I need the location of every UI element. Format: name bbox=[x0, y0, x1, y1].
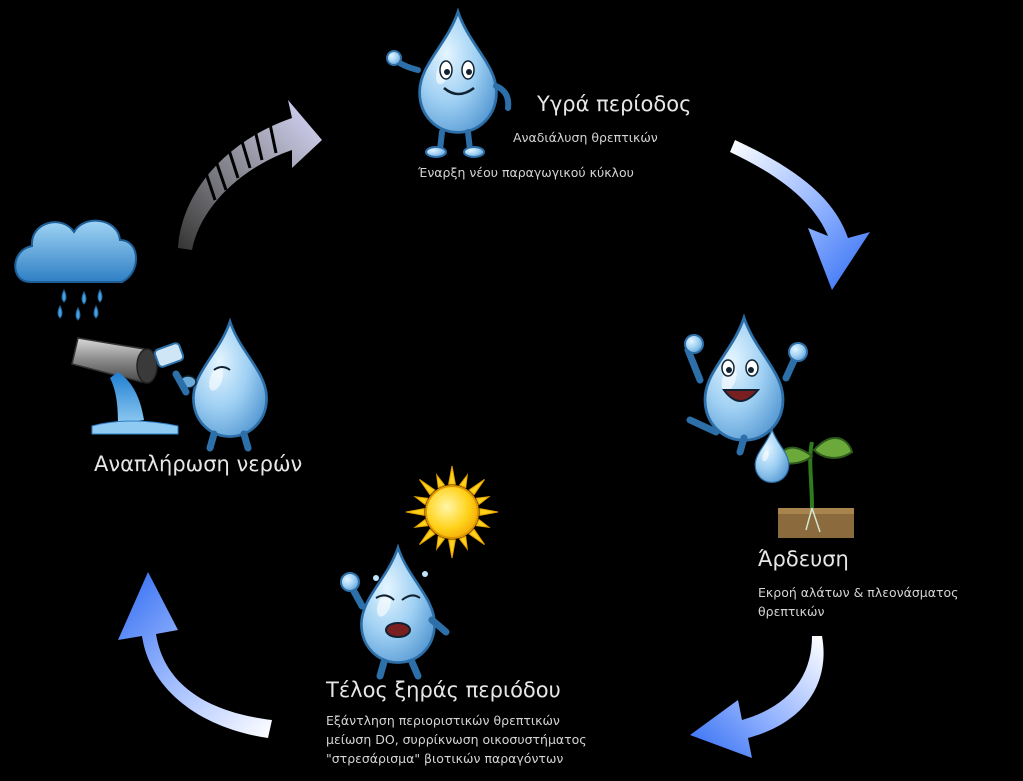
sun-ray bbox=[468, 479, 485, 496]
sun-ray bbox=[413, 495, 429, 506]
water-drop-character-waving bbox=[386, 10, 512, 158]
sun-ray bbox=[458, 535, 469, 551]
sun-ray bbox=[448, 465, 456, 485]
sun-icon bbox=[405, 465, 499, 559]
water-drop-character-exhausted bbox=[340, 546, 450, 680]
dry-end-line-2: μείωση DO, συρρίκνωση οικοσυστήματος bbox=[326, 732, 587, 747]
sun-ray bbox=[419, 479, 436, 496]
rain-cloud-icon bbox=[14, 219, 137, 321]
wet-period-line-1: Αναδιάλυση θρεπτικών bbox=[513, 130, 658, 145]
dry-end-line-3: "στρεσάρισμα" βιοτικών παραγόντων bbox=[326, 751, 564, 766]
irrigation-title: Άρδευση bbox=[758, 547, 849, 571]
irrigation-line-1: Εκροή αλάτων & πλεονάσματος bbox=[758, 585, 959, 600]
sun-ray bbox=[405, 508, 425, 516]
water-drop-character-drinking bbox=[153, 320, 269, 452]
sun-ray bbox=[479, 508, 499, 516]
arrow-top-left bbox=[178, 100, 322, 250]
water-drop-character-cheering bbox=[684, 316, 808, 456]
arrow-bottom-left bbox=[118, 572, 272, 738]
sun-ray bbox=[413, 518, 429, 529]
sun-ray bbox=[475, 518, 491, 529]
sun-ray bbox=[435, 535, 446, 551]
irrigation-line-2: θρεπτικών bbox=[758, 604, 825, 619]
replenish-title: Αναπλήρωση νερών bbox=[94, 452, 303, 476]
seedling-icon bbox=[776, 437, 854, 538]
wet-period-title: Υγρά περίοδος bbox=[537, 92, 692, 116]
wet-period-line-2: Έναρξη νέου παραγωγικού κύκλου bbox=[418, 165, 634, 180]
arrow-top-right bbox=[730, 140, 870, 290]
sun-ray bbox=[419, 528, 436, 545]
arrow-bottom-right bbox=[690, 636, 824, 758]
sun-ray bbox=[458, 473, 469, 489]
dry-end-line-1: Εξάντληση περιοριστικών θρεπτικών bbox=[326, 713, 560, 728]
sun-ray bbox=[435, 473, 446, 489]
pipe-icon bbox=[71, 337, 179, 435]
dry-end-title: Τέλος ξηράς περιόδου bbox=[326, 678, 561, 702]
sun-ray bbox=[468, 528, 485, 545]
sun-ray bbox=[475, 495, 491, 506]
sun-ray bbox=[448, 539, 456, 559]
